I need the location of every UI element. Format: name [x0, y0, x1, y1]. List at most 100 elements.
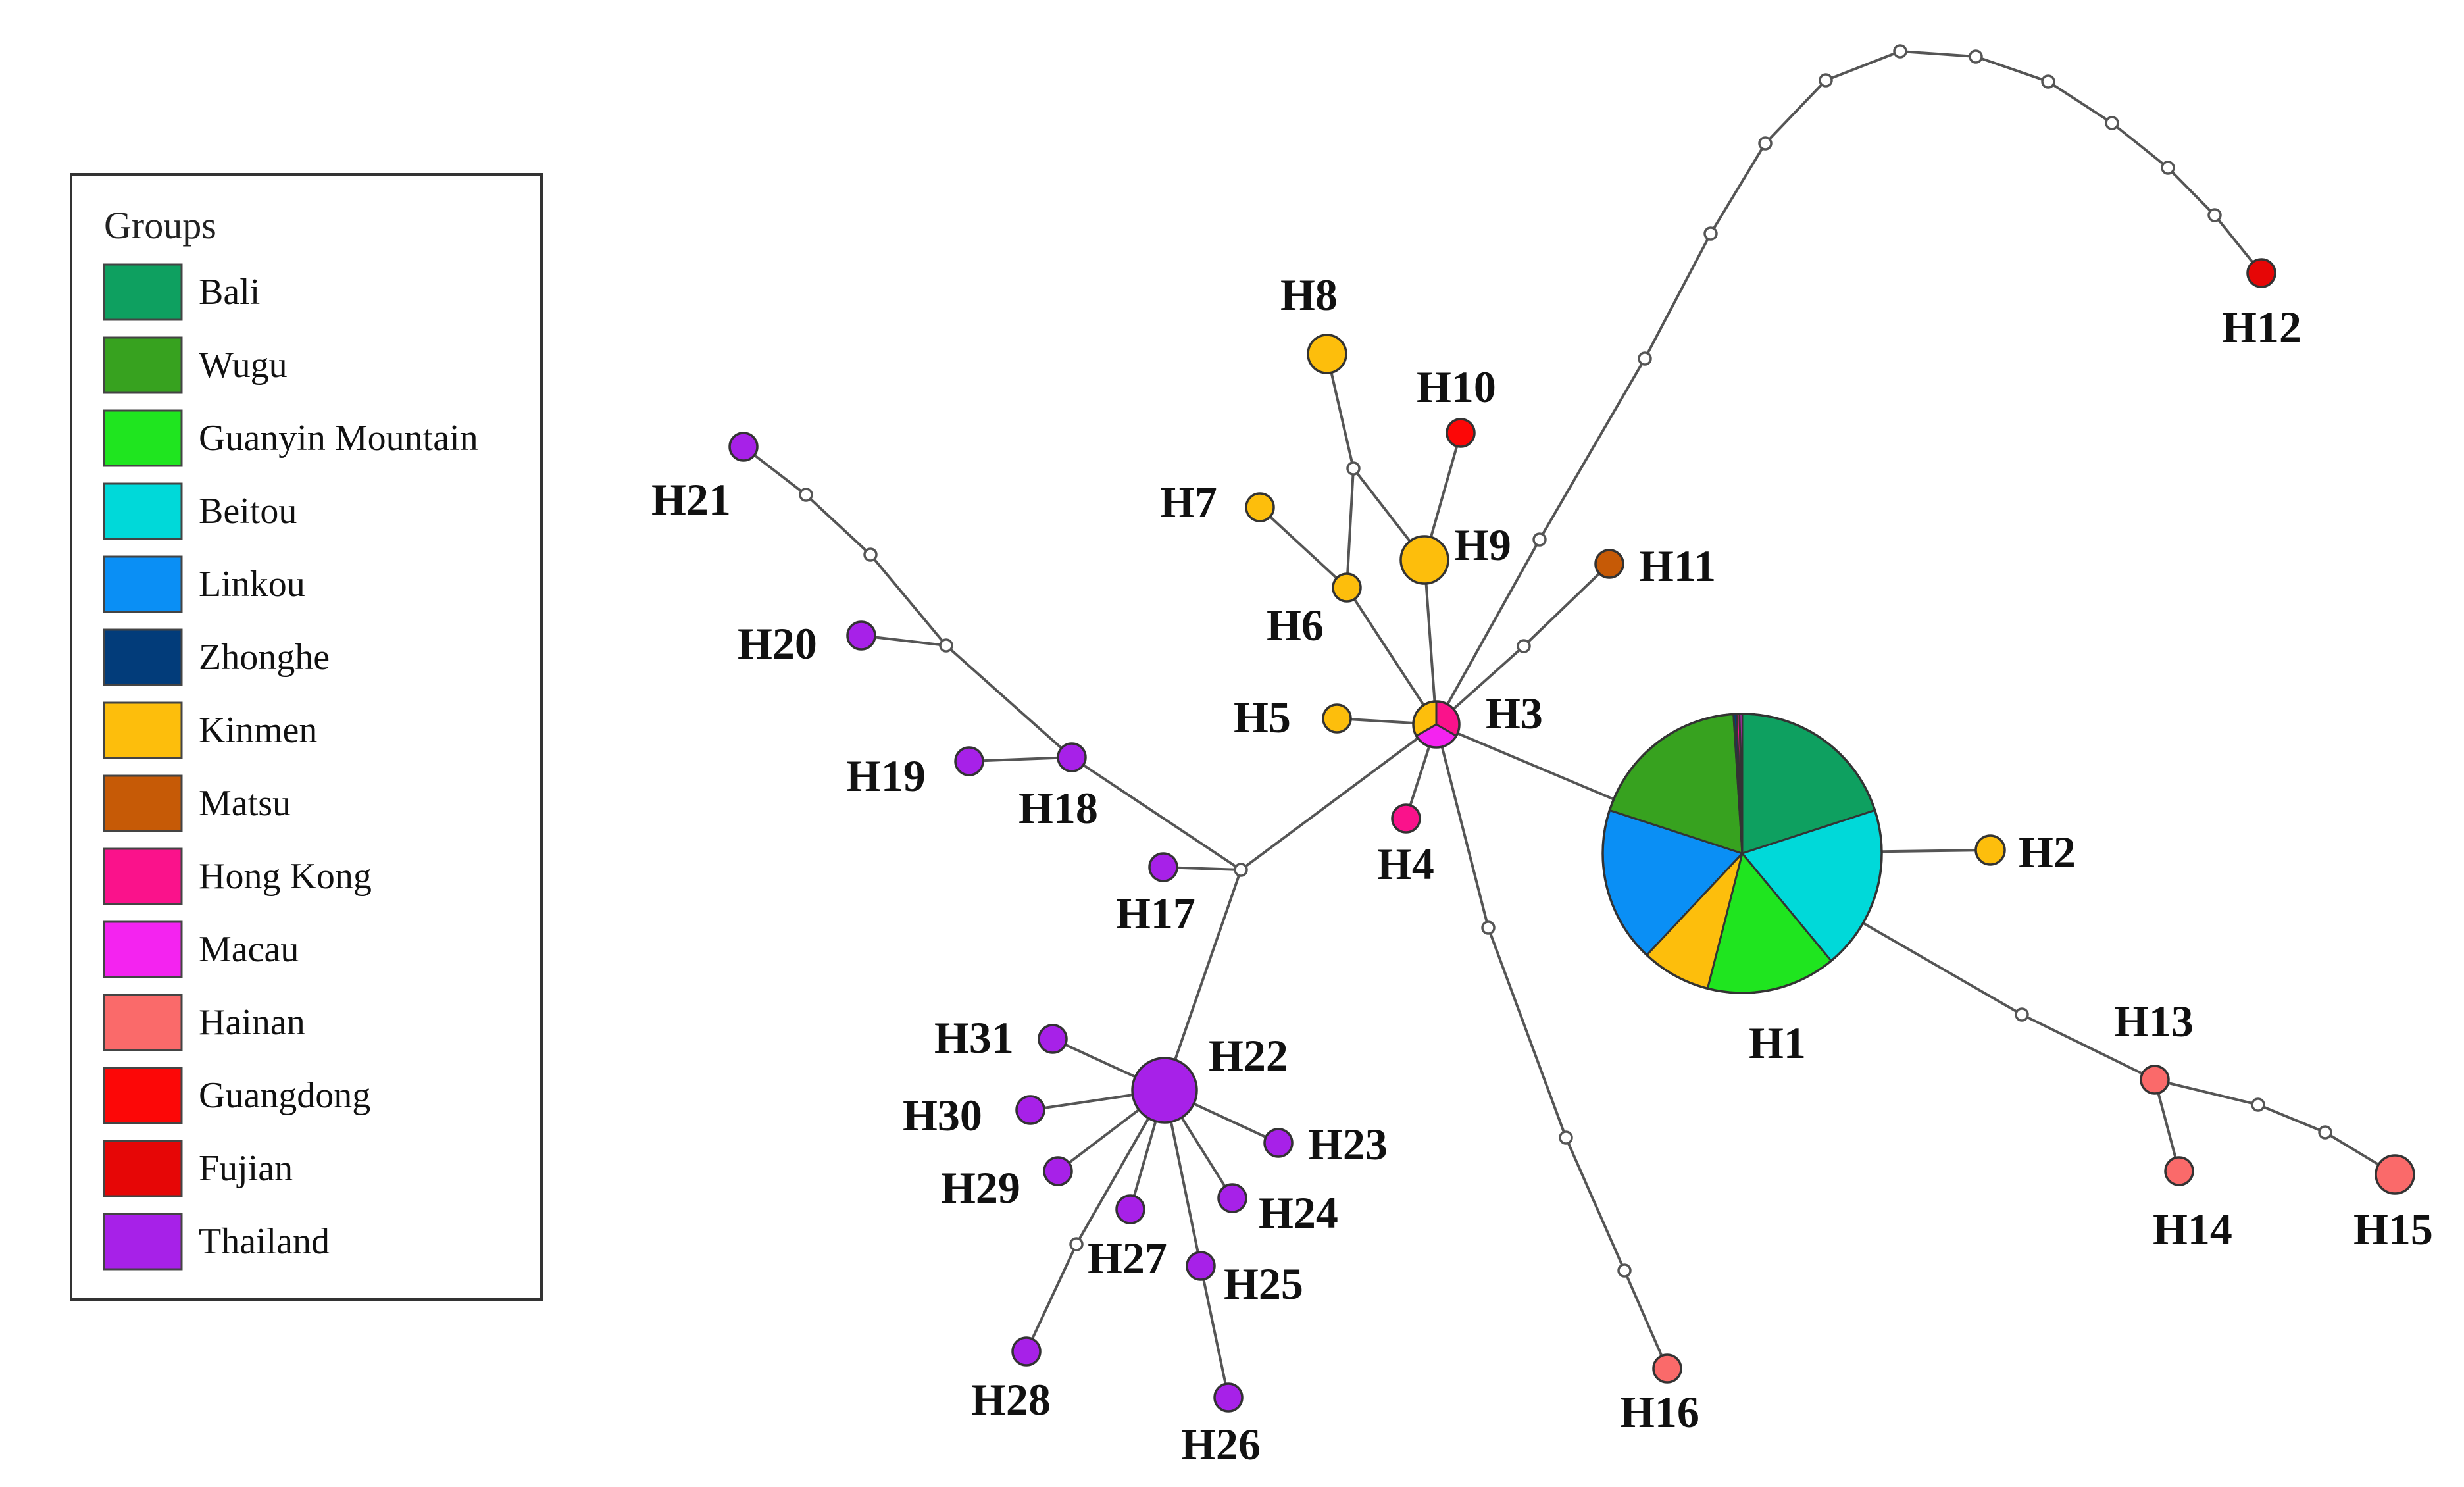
edge-mH28-H28 — [1025, 1244, 1078, 1352]
slice-H15-hainan — [2375, 1154, 2415, 1195]
median-vector-mH20 — [939, 638, 953, 653]
edge-a8-a9 — [2047, 80, 2113, 124]
edge-H13-H14 — [2153, 1079, 2180, 1172]
edge-mH20-mH21b — [869, 553, 947, 647]
haplotype-node-H10 — [1446, 418, 1476, 448]
slice-H12-fujian — [2246, 258, 2276, 288]
edge-mH16a-mH16b — [1487, 927, 1567, 1138]
legend-label-fujian: Fujian — [199, 1148, 293, 1189]
edge-H3-a1 — [1435, 539, 1541, 725]
haplotype-label-H15: H15 — [2353, 1204, 2433, 1254]
haplotype-node-H24 — [1217, 1183, 1247, 1213]
legend-label-guanyin: Guanyin Mountain — [199, 418, 478, 459]
legend-item-linkou: Linkou — [103, 555, 305, 613]
legend-item-zhonghe: Zhonghe — [103, 628, 330, 686]
legend-item-matsu: Matsu — [103, 774, 291, 832]
haplotype-label-H12: H12 — [2222, 302, 2301, 352]
legend-item-bali: Bali — [103, 263, 260, 321]
haplotype-node-H27 — [1115, 1194, 1145, 1224]
slice-H13-hainan — [2140, 1065, 2170, 1095]
median-vector-a8 — [2041, 74, 2055, 89]
slice-H30-thailand — [1015, 1095, 1045, 1125]
haplotype-node-H28 — [1011, 1336, 1042, 1367]
edge-H3-mHub — [1240, 723, 1438, 871]
haplotype-node-H8 — [1307, 334, 1347, 374]
haplotype-node-H7 — [1245, 492, 1275, 522]
edge-H18-H19 — [968, 756, 1072, 763]
legend-swatch-bali — [103, 263, 183, 321]
haplotype-node-H15 — [2375, 1154, 2415, 1195]
edge-H6-H7 — [1259, 506, 1348, 589]
slice-H22-thailand — [1131, 1057, 1198, 1124]
median-vector-a3 — [1703, 226, 1718, 241]
legend-label-macau: Macau — [199, 929, 299, 970]
edge-a1-a2 — [1538, 357, 1646, 541]
legend-swatch-guanyin — [103, 409, 183, 467]
slice-H7-kinmen — [1245, 492, 1275, 522]
haplotype-label-H18: H18 — [1018, 783, 1098, 833]
median-vector-a9 — [2105, 116, 2119, 130]
legend-swatch-guangdong — [103, 1067, 183, 1124]
haplotype-label-H16: H16 — [1620, 1387, 1699, 1437]
edge-H18-mH20 — [945, 644, 1073, 759]
haplotype-node-H19 — [954, 746, 984, 776]
slice-H19-thailand — [954, 746, 984, 776]
edge-H3-mH16a — [1435, 724, 1490, 928]
edge-mH21b-mH21a — [805, 493, 872, 556]
legend-swatch-matsu — [103, 774, 183, 832]
haplotype-label-H3: H3 — [1486, 688, 1543, 738]
median-vector-mH21b — [863, 547, 878, 562]
legend-item-thailand: Thailand — [103, 1213, 330, 1271]
slice-H14-hainan — [2164, 1156, 2194, 1186]
haplotype-node-H3 — [1412, 700, 1461, 749]
slice-H10-guangdong — [1446, 418, 1476, 448]
haplotype-node-H1 — [1601, 713, 1883, 994]
haplotype-node-H13 — [2140, 1065, 2170, 1095]
median-vector-mH13 — [2015, 1007, 2029, 1022]
median-vectors — [799, 44, 2332, 1278]
slice-H9-kinmen — [1399, 535, 1449, 585]
edge-a2-a3 — [1644, 233, 1712, 359]
median-vector-a2 — [1638, 351, 1652, 366]
edge-H6-mH6 — [1345, 468, 1355, 588]
network-edges — [742, 50, 2396, 1398]
median-vector-a1 — [1532, 532, 1547, 547]
haplotype-node-H11 — [1594, 549, 1624, 579]
haplotype-label-H25: H25 — [1224, 1259, 1303, 1309]
haplotype-label-H28: H28 — [971, 1374, 1051, 1424]
slice-H17-thailand — [1148, 852, 1178, 882]
haplotype-node-H16 — [1652, 1353, 1682, 1384]
edge-H13-mH15a — [2154, 1078, 2259, 1106]
haplotype-label-H20: H20 — [738, 618, 817, 668]
slice-H25-thailand — [1186, 1251, 1216, 1281]
median-vector-mH6 — [1346, 461, 1361, 476]
legend-label-beitou: Beitou — [199, 491, 297, 532]
node-outline-H3 — [1412, 700, 1461, 749]
haplotype-node-H26 — [1213, 1382, 1244, 1413]
haplotype-node-H20 — [846, 620, 876, 651]
edge-mH16b-mH16c — [1565, 1137, 1626, 1271]
legend-swatch-hongkong — [103, 847, 183, 905]
haplotype-label-H6: H6 — [1267, 600, 1324, 650]
haplotype-node-H2 — [1974, 834, 2006, 866]
legend-label-wugu: Wugu — [199, 345, 288, 386]
legend-label-bali: Bali — [199, 272, 260, 313]
legend-label-hainan: Hainan — [199, 1002, 305, 1043]
median-vector-a11 — [2207, 208, 2222, 222]
edge-a9-a10 — [2111, 122, 2169, 169]
haplotype-node-H21 — [728, 432, 759, 462]
haplotype-label-H17: H17 — [1116, 888, 1195, 938]
edge-mH13-H13 — [2021, 1013, 2155, 1081]
haplotype-label-H8: H8 — [1280, 270, 1338, 320]
slice-H20-thailand — [846, 620, 876, 651]
haplotype-label-H31: H31 — [934, 1013, 1014, 1063]
slice-H28-thailand — [1011, 1336, 1042, 1367]
haplotype-node-H5 — [1322, 703, 1352, 734]
haplotype-node-H9 — [1399, 535, 1449, 585]
haplotype-label-H1: H1 — [1749, 1018, 1806, 1068]
legend-swatch-beitou — [103, 482, 183, 540]
haplotype-node-H6 — [1332, 572, 1362, 603]
haplotype-label-H22: H22 — [1209, 1030, 1288, 1080]
haplotype-label-H21: H21 — [651, 474, 731, 524]
